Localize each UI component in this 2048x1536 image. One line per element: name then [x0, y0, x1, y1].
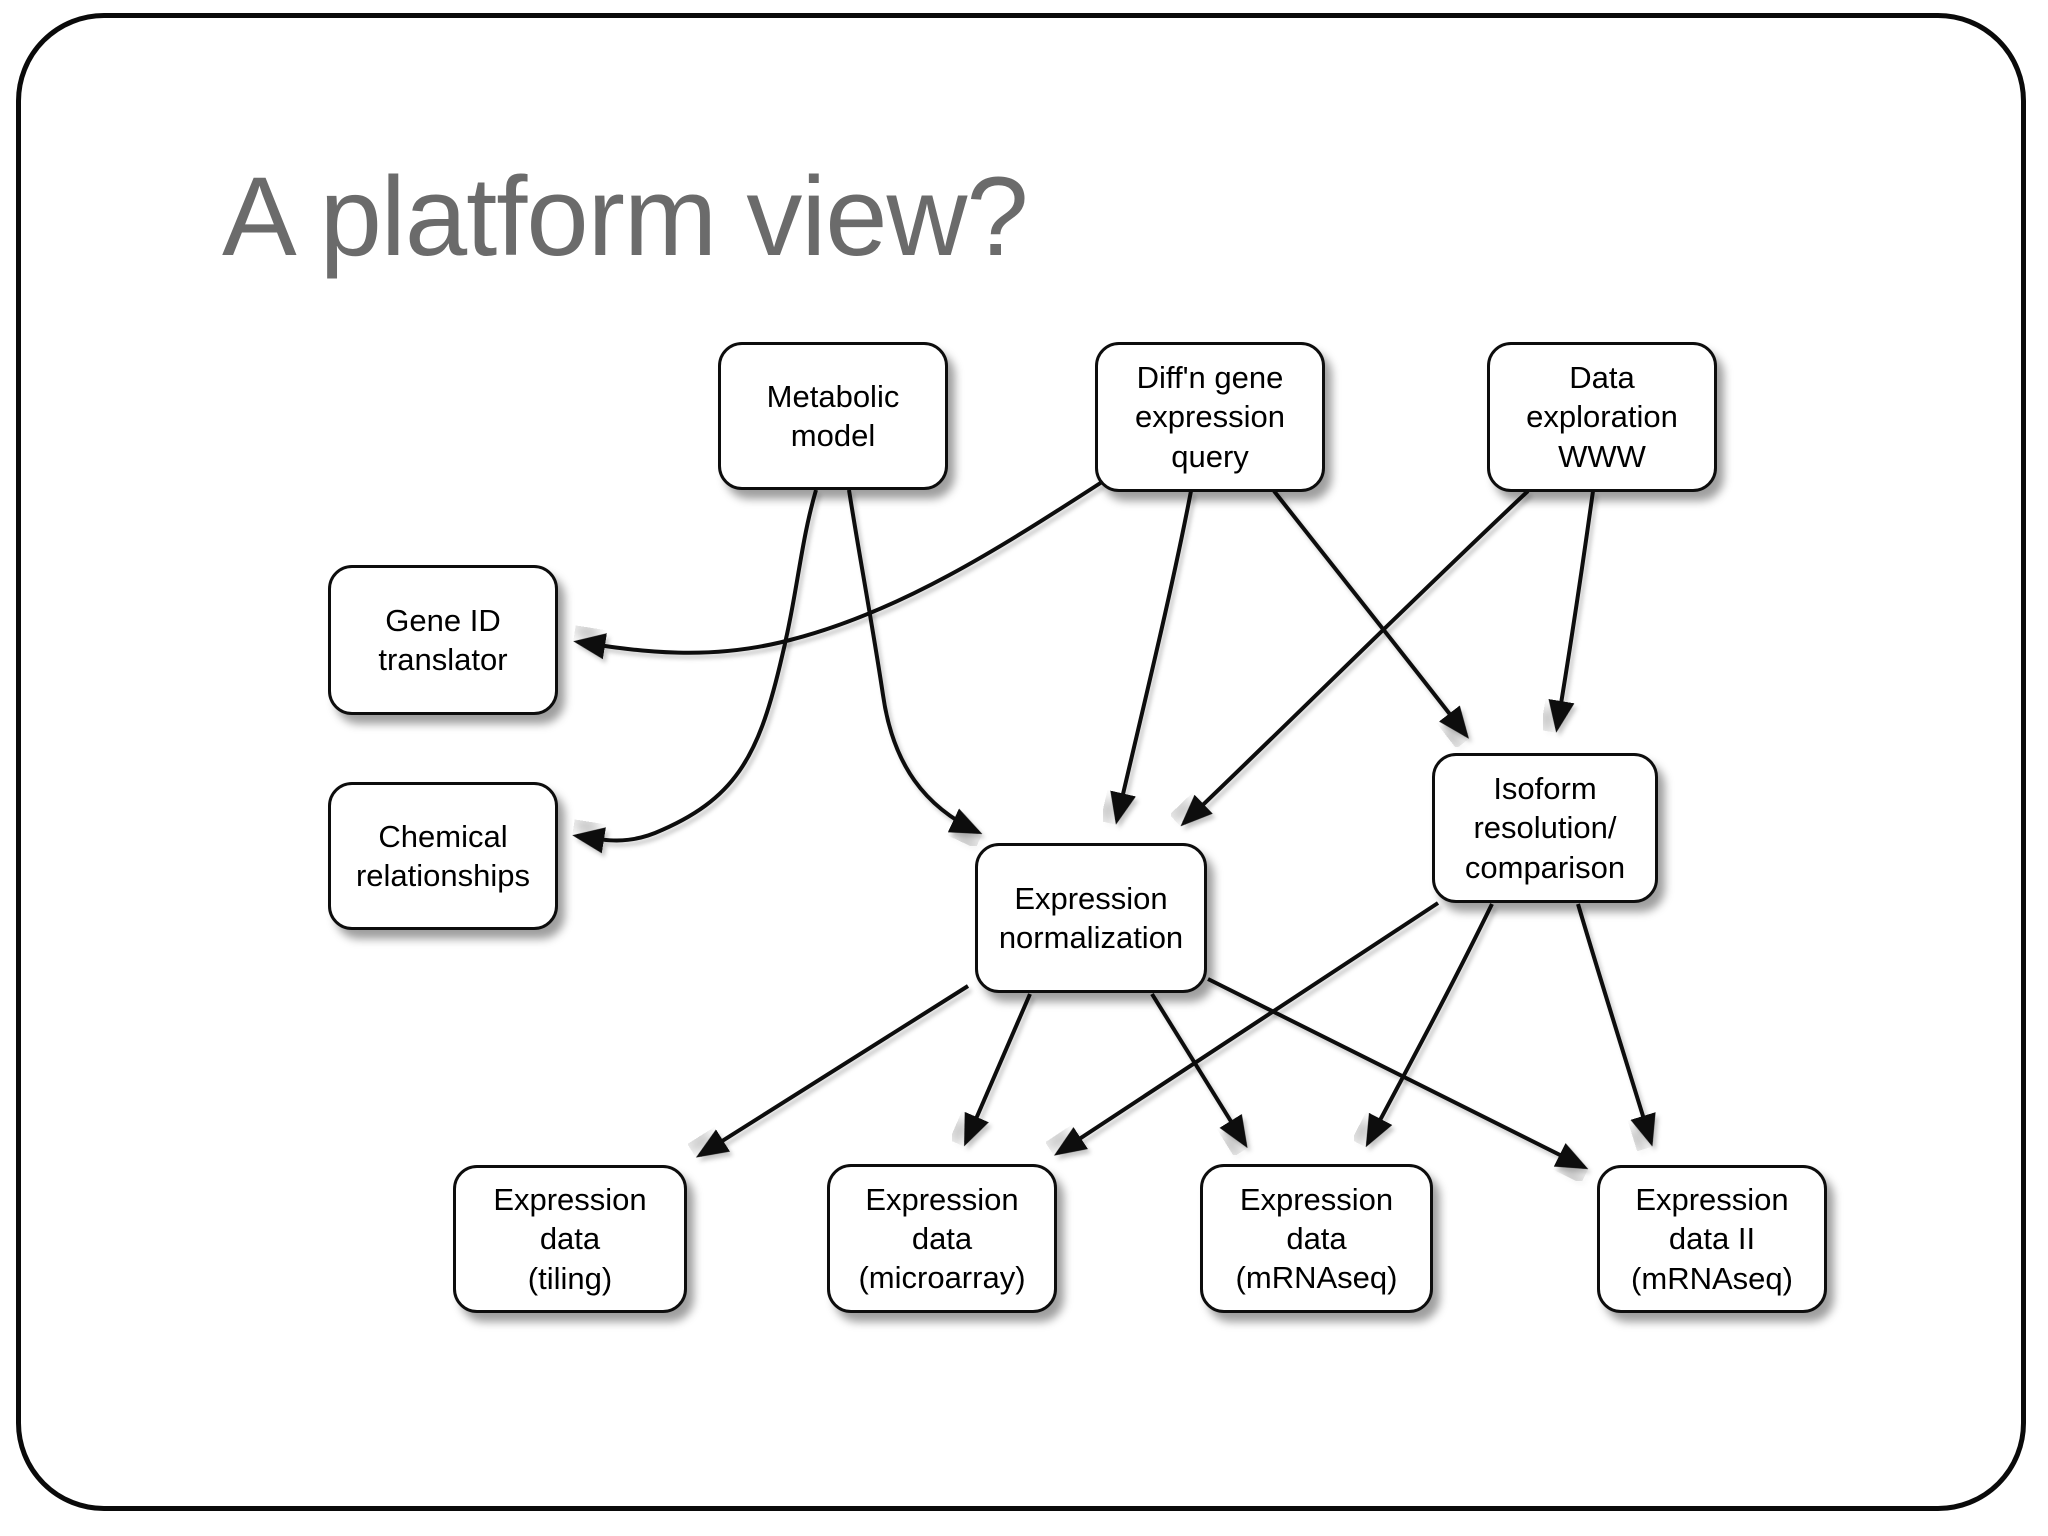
node-label: Expression data II (mRNAseq) [1631, 1182, 1793, 1296]
slide-title: A platform view? [222, 154, 1029, 279]
node-expression-data-mrnaseq: Expression data (mRNAseq) [1200, 1164, 1433, 1313]
node-label: Diff'n gene expression query [1135, 360, 1285, 474]
edge-metabolic-to-chemrel [572, 489, 818, 854]
edge-diffn-to-exprnorm [1110, 490, 1193, 825]
edge-diffn-to-isoform [1272, 489, 1469, 739]
node-label: Isoform resolution/ comparison [1464, 771, 1626, 885]
node-expression-data-ii-mrnaseq: Expression data II (mRNAseq) [1597, 1165, 1827, 1313]
node-expression-normalization: Expression normalization [975, 843, 1207, 993]
edge-isoform-to-mrnaseq [1365, 903, 1494, 1148]
edge-dataexp-to-exprnorm [1180, 489, 1530, 827]
node-expression-data-microarray: Expression data (microarray) [827, 1164, 1057, 1313]
node-expression-data-tiling: Expression data (tiling) [453, 1165, 687, 1313]
node-label: Gene ID translator [378, 602, 508, 677]
node-diffn-gene-expression-query: Diff'n gene expression query [1095, 342, 1325, 492]
node-label: Expression data (mRNAseq) [1235, 1181, 1398, 1296]
node-label: Expression data (microarray) [858, 1181, 1026, 1296]
node-data-exploration-www: Data exploration WWW [1487, 342, 1717, 492]
node-chemical-relationships: Chemical relationships [328, 782, 558, 930]
edge-metabolic-to-exprnorm [847, 489, 983, 835]
edge-exprnorm-to-dataii [1207, 977, 1589, 1170]
edge-isoform-to-dataii [1576, 903, 1656, 1147]
edge-exprnorm-to-tiling [695, 984, 970, 1158]
node-label: Expression data (tiling) [493, 1182, 647, 1296]
node-metabolic-model: Metabolic model [718, 342, 948, 490]
node-label: Data exploration WWW [1526, 360, 1678, 474]
edge-isoform-to-microarray [1053, 901, 1440, 1156]
node-isoform-resolution-comparison: Isoform resolution/ comparison [1432, 753, 1658, 903]
edge-exprnorm-to-mrnaseq [1150, 992, 1248, 1149]
node-label: Chemical relationships [355, 818, 531, 893]
node-label: Metabolic model [766, 378, 900, 453]
edge-diffn-to-geneid [573, 480, 1104, 660]
edge-dataexp-to-isoform [1548, 490, 1595, 733]
node-label: Expression normalization [998, 880, 1184, 955]
slide-border [16, 13, 2026, 1511]
node-gene-id-translator: Gene ID translator [328, 565, 558, 715]
edge-exprnorm-to-microarray [964, 993, 1032, 1147]
